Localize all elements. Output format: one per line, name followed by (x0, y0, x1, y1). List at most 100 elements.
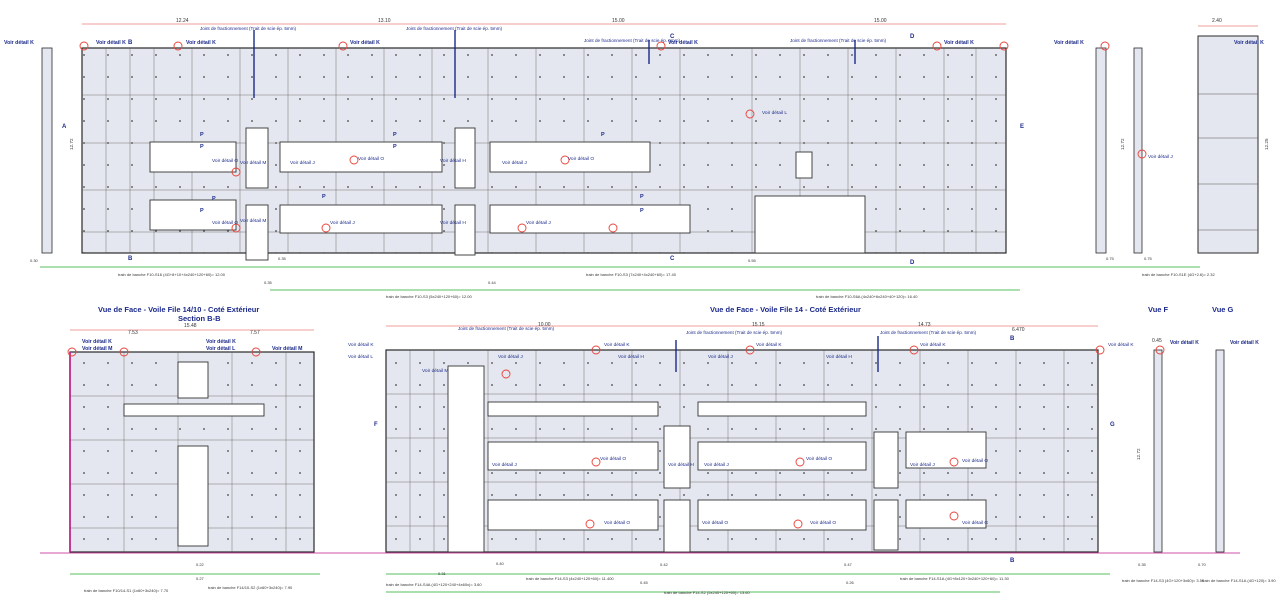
p-mark-8: P (601, 132, 605, 138)
footer-top-5: train de banche F10-S1E (4G+2.6)= 2.32 (1142, 272, 1215, 277)
dim-top-1: 12.24 (176, 18, 189, 24)
title-g: Vue G (1212, 305, 1234, 314)
side-view-top (1197, 35, 1259, 254)
left-detail-3: Voir détail K (206, 339, 236, 345)
top-section-marks: A B B C C D D E (62, 34, 1024, 266)
main-detail-10: Voir détail L (348, 354, 373, 360)
bottom-left-details: Voir détail K Voir détail M Voir détail … (82, 339, 302, 352)
p-mark-1: P (200, 132, 204, 138)
mid-label-5: Voir détail J (290, 160, 315, 166)
bottom-joint-notes: Joint de fractionnement (Trait de scie é… (458, 326, 977, 335)
pier-top-2 (1133, 47, 1143, 254)
top-elevation (40, 23, 1259, 291)
bottom-joint-2: Joint de fractionnement (Trait de scie é… (686, 330, 783, 335)
footer-bottom-7: train de banche F14-S3 (4G+120+3x60)= 3.… (1122, 578, 1205, 583)
side-detail-f: Voir détail K (1170, 340, 1199, 346)
bottom-heights: 12.72 (1136, 448, 1141, 460)
main-detail-21: Voir détail O (702, 520, 728, 526)
main-detail-3: Voir détail K (604, 342, 630, 348)
dim-bottom-1: 15.48 (184, 323, 197, 329)
joint-note-1: Joint de fractionnement (Trait de scie é… (200, 26, 297, 31)
footer-bottom-6: train de banche F14-S1A (4G+8x120+3x240+… (900, 576, 1010, 581)
top-footers: train de banche F10-S16 (4G+8+10+4x240+1… (118, 272, 1215, 299)
cote-bottom-7: 0.47 (844, 562, 853, 567)
detail-k-4: Voir détail K (350, 40, 380, 46)
footer-bottom-2: train de banche F14/10-S2 (1x60+3x240)= … (208, 585, 293, 590)
main-detail-6: Voir détail K (756, 342, 782, 348)
dim-top-3: 15.00 (612, 18, 625, 24)
mid-label-14: Voir détail J (1148, 154, 1173, 160)
height-top-3: 12.25 (1264, 138, 1269, 150)
dim-bottom-6: 14.73 (918, 322, 931, 328)
main-detail-12: Voir détail J (492, 462, 517, 468)
height-top-1: 12.72 (69, 138, 74, 150)
detail-k-7: Voir détail K (1054, 40, 1084, 46)
top-heights: 12.72 12.72 12.25 (69, 138, 1269, 150)
left-detail-5: Voir détail M (272, 346, 302, 352)
top-mid-labels: Voir détail M Voir détail M Voir détail … (212, 110, 1173, 226)
p-mark-3: P (212, 196, 216, 202)
dim-bottom-5: 15.15 (752, 322, 765, 328)
mid-label-13: Voir détail J (526, 220, 551, 226)
joint-note-4: Joint de fractionnement (Trait de scie é… (790, 38, 887, 43)
pier-top-1 (1095, 47, 1107, 254)
main-detail-22: Voir détail G (962, 520, 988, 526)
dim-top-5: 2.40 (1212, 18, 1222, 24)
footer-bottom-8: train de banche F14-S1A (4G+120)= 3.90 (1202, 578, 1276, 583)
footer-top-4: train de banche F10-S6A (4x240+6x240+40+… (816, 294, 918, 299)
top-openings (149, 127, 866, 261)
main-detail-1: Voir détail K (348, 342, 374, 348)
bottom-joint-3: Joint de fractionnement (Trait de scie é… (880, 330, 977, 335)
joint-note-3: Joint de fractionnement (Trait de scie é… (584, 38, 681, 43)
left-detail-4: Voir détail L (206, 346, 236, 352)
cote-bottom-10: 0.70 (1198, 562, 1207, 567)
mark-d-1: D (910, 34, 915, 40)
mark-b-bottom-2: B (1010, 558, 1015, 564)
detail-k-6: Voir détail K (944, 40, 974, 46)
p-mark-9: P (640, 194, 644, 200)
mid-label-9: Voir détail H (440, 158, 466, 164)
mark-d-2: D (910, 260, 915, 266)
p-mark-4: P (200, 208, 204, 214)
top-dimensions: 12.24 13.10 15.00 15.00 2.40 (176, 18, 1222, 24)
footer-bottom-3: train de banche F14-S4A (4G+120+240+4x60… (386, 582, 482, 587)
main-detail-11: Voir détail M (422, 368, 448, 374)
detail-k-3: Voir détail K (186, 40, 216, 46)
cote-bottom-1: 0.22 (196, 562, 205, 567)
dim-bottom-7: 6.470 (1012, 327, 1025, 333)
bottom-dimensions: 15.48 7.53 7.57 10.00 15.15 14.73 6.470 … (128, 322, 1162, 344)
main-detail-14: Voir détail O (806, 456, 832, 462)
mark-f: F (374, 422, 378, 428)
footer-bottom-4: train de banche F14-S3 (4x240+120+60)= 1… (526, 576, 614, 581)
bottom-joint-1: Joint de fractionnement (Trait de scie é… (458, 326, 555, 331)
side-pier-left (41, 47, 53, 254)
mark-c-1: C (670, 34, 675, 40)
mark-e: E (1020, 124, 1024, 130)
main-detail-15: Voir détail J (704, 462, 729, 468)
cote-bottom-5: 0.40 (496, 561, 505, 566)
mark-g: G (1110, 422, 1115, 428)
p-mark-7: P (393, 144, 397, 150)
mid-label-1: Voir détail M (240, 160, 266, 166)
cote-top-5: 0.55 (748, 258, 757, 263)
title-left: Vue de Face - Voile File 14/10 - Coté Ex… (98, 305, 259, 314)
cote-top-2: 0.35 (278, 256, 287, 261)
footer-top-1: train de banche F10-S16 (4G+8+10+4x240+1… (118, 272, 226, 277)
mid-label-2: Voir détail M (240, 218, 266, 224)
main-detail-20: Voir détail O (962, 458, 988, 464)
main-detail-5: Voir détail J (708, 354, 733, 360)
detail-k-1: Voir détail K (4, 40, 34, 46)
top-small-cotes: 0.30 0.35 0.35 0.44 0.55 0.75 0.75 (30, 256, 1153, 285)
top-details: Voir détail K Voir détail K Voir détail … (4, 40, 1264, 46)
main-detail-2: Voir détail J (498, 354, 523, 360)
cote-top-6: 0.75 (1106, 256, 1115, 261)
p-mark-5: P (322, 194, 326, 200)
cote-top-4: 0.44 (488, 280, 497, 285)
mark-b-top-2: B (128, 40, 133, 46)
height-top-2: 12.72 (1120, 138, 1125, 150)
main-detail-13: Voir détail O (600, 456, 626, 462)
mid-label-12: Voir détail L (762, 110, 787, 116)
main-detail-19: Voir détail O (810, 520, 836, 526)
joint-note-2: Joint de fractionnement (Trait de scie é… (406, 26, 503, 31)
